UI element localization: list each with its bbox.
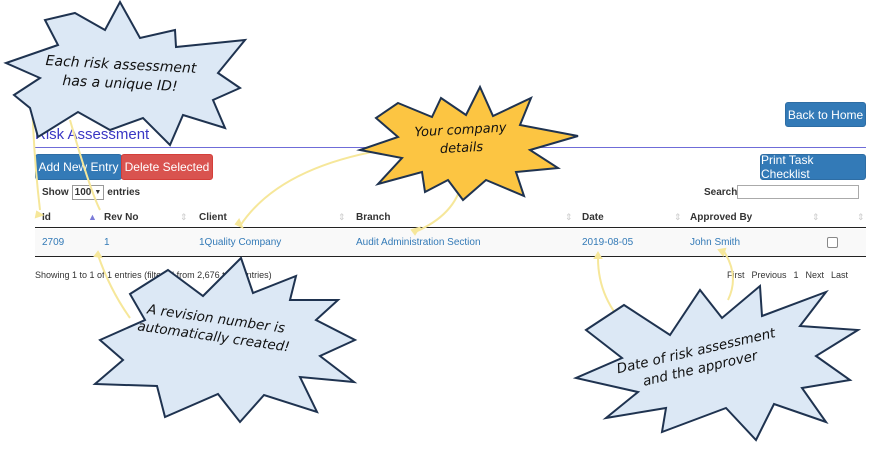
- entries-count: 100: [74, 187, 92, 198]
- page-title: Risk Assessment: [35, 126, 150, 143]
- callout-unique-id-burst: [3, 0, 248, 147]
- column-header-id[interactable]: Id: [42, 212, 51, 223]
- cell-branch[interactable]: Audit Administration Section: [356, 237, 481, 248]
- table-info: Showing 1 to 1 of 1 entries (filtered fr…: [35, 270, 272, 280]
- column-header-rev-no[interactable]: Rev No: [104, 212, 139, 223]
- search-label: Search:: [704, 187, 741, 198]
- chevron-down-icon: ▼: [94, 189, 102, 196]
- cell-approved-by[interactable]: John Smith: [690, 237, 741, 248]
- pointer-id-2: [69, 119, 101, 211]
- callout-revision-burst: [92, 256, 358, 424]
- sort-icon[interactable]: ⇕: [812, 212, 820, 222]
- sort-icon[interactable]: ⇕: [180, 212, 188, 222]
- pointer-rev: [97, 254, 131, 319]
- cell-id[interactable]: 2709: [42, 237, 65, 248]
- entries-length-control: Show 100 ▼ entries: [42, 185, 140, 200]
- table-row: [35, 229, 866, 256]
- callout-date-approver-burst: [572, 283, 862, 442]
- callout-unique-id: Each risk assessment has a unique ID!: [44, 52, 197, 98]
- cell-rev-no[interactable]: 1: [104, 237, 110, 248]
- entries-select[interactable]: 100 ▼: [71, 185, 105, 200]
- show-label: Show: [42, 187, 69, 198]
- cell-date[interactable]: 2019-08-05: [582, 237, 634, 248]
- sort-icon[interactable]: ⇕: [674, 212, 682, 222]
- search-input[interactable]: [737, 185, 859, 199]
- pager-previous[interactable]: Previous: [751, 270, 787, 280]
- pointer-approver: [722, 249, 734, 301]
- pager-next[interactable]: Next: [805, 270, 825, 280]
- table-bottom-rule: [35, 256, 866, 257]
- row-select-checkbox[interactable]: [827, 237, 838, 248]
- column-header-client[interactable]: Client: [199, 212, 227, 223]
- pointer-client: [239, 147, 396, 227]
- column-header-branch[interactable]: Branch: [356, 212, 391, 223]
- callout-company: Your company details: [414, 120, 508, 160]
- column-header-approved-by[interactable]: Approved By: [690, 212, 753, 223]
- print-task-checklist-button[interactable]: Print Task Checklist: [760, 153, 866, 181]
- pager-last[interactable]: Last: [831, 270, 849, 280]
- callout-company-burst: [356, 84, 579, 202]
- pager-first[interactable]: First: [727, 270, 745, 280]
- sort-icon[interactable]: ⇕: [565, 212, 573, 222]
- entries-label: entries: [107, 187, 141, 198]
- back-to-home-button[interactable]: Back to Home: [785, 102, 866, 127]
- delete-selected-button[interactable]: Delete Selected: [121, 154, 213, 180]
- column-header-date[interactable]: Date: [582, 212, 604, 223]
- add-new-entry-button[interactable]: Add New Entry: [35, 154, 122, 180]
- sort-icon[interactable]: ⇕: [857, 212, 865, 222]
- table-header-rule: [35, 227, 866, 228]
- pagination: First Previous 1 Next Last: [727, 270, 848, 280]
- sort-asc-icon[interactable]: ▲: [88, 212, 97, 222]
- sort-icon[interactable]: ⇕: [338, 212, 346, 222]
- cell-client[interactable]: 1Quality Company: [199, 237, 282, 248]
- pager-page-1[interactable]: 1: [793, 270, 799, 280]
